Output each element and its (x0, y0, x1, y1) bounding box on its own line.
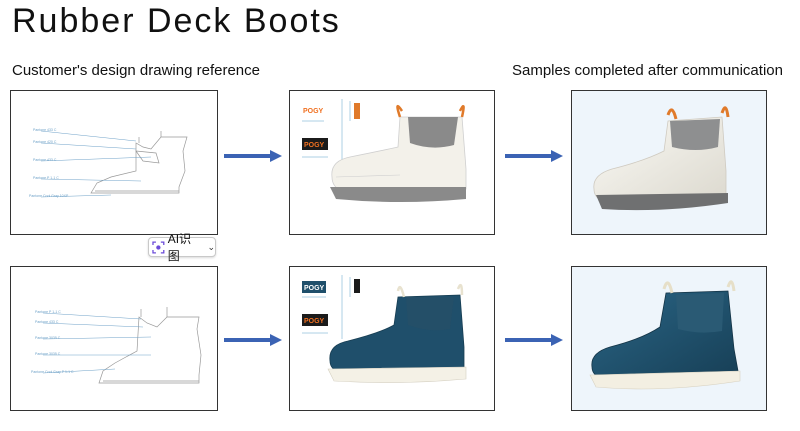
arrow-icon (224, 334, 282, 346)
arrow-icon (505, 334, 563, 346)
ai-button-label: AI识图 (167, 232, 192, 263)
svg-text:Pantone 420 C: Pantone 420 C (33, 140, 57, 144)
svg-text:Pantone P 1-1 C: Pantone P 1-1 C (33, 176, 59, 180)
logo-text-black: POGY (304, 318, 325, 325)
page-title: Rubber Deck Boots (12, 2, 341, 40)
sample-photo-navy (571, 266, 767, 411)
svg-text:Pantone 3035 C: Pantone 3035 C (35, 352, 61, 356)
logo-text-black: POGY (304, 142, 325, 149)
sample-photo-white (571, 90, 767, 235)
chevron-down-icon: ⌄ (207, 241, 215, 252)
svg-text:Pantone P 1-1 C: Pantone P 1-1 C (35, 310, 61, 314)
design-render-navy: POGY POGY (289, 266, 495, 411)
logo-text-navy: POGY (304, 285, 325, 292)
boot-line-drawing: Pantone P 1-1 C Pantone 433 C Pantone 30… (31, 307, 202, 384)
design-reference-label: Customer's design drawing reference (12, 62, 260, 79)
arrow-icon (224, 150, 282, 162)
svg-text:Pantone 3035 C: Pantone 3035 C (35, 336, 61, 340)
ai-recognize-button[interactable]: AI识图 ⌄ (148, 232, 216, 263)
boot-line-drawing: Pantone 433 C Pantone 420 C Pantone 433 … (29, 128, 188, 198)
svg-text:Pantone 433 C: Pantone 433 C (33, 128, 57, 132)
samples-label: Samples completed after communication (512, 62, 783, 79)
arrow-icon (505, 150, 563, 162)
svg-text:Pantone 433 C: Pantone 433 C (35, 320, 59, 324)
navy-boot-render: POGY POGY (302, 275, 467, 383)
svg-text:Pantone Cool Gray 10XP: Pantone Cool Gray 10XP (29, 194, 69, 198)
svg-text:Pantone Cool Gray P 1-1 C: Pantone Cool Gray P 1-1 C (31, 370, 74, 374)
design-sketch-white: Pantone 433 C Pantone 420 C Pantone 433 … (10, 90, 218, 235)
ai-scan-icon (152, 240, 165, 254)
design-render-white: POGY POGY (289, 90, 495, 235)
svg-text:Pantone 433 C: Pantone 433 C (33, 158, 57, 162)
logo-text-orange: POGY (303, 108, 324, 115)
white-boot-render: POGY POGY (302, 99, 467, 202)
design-sketch-navy: Pantone P 1-1 C Pantone 433 C Pantone 30… (10, 266, 218, 411)
navy-boot-photo (589, 280, 741, 390)
white-boot-photo (593, 106, 730, 211)
